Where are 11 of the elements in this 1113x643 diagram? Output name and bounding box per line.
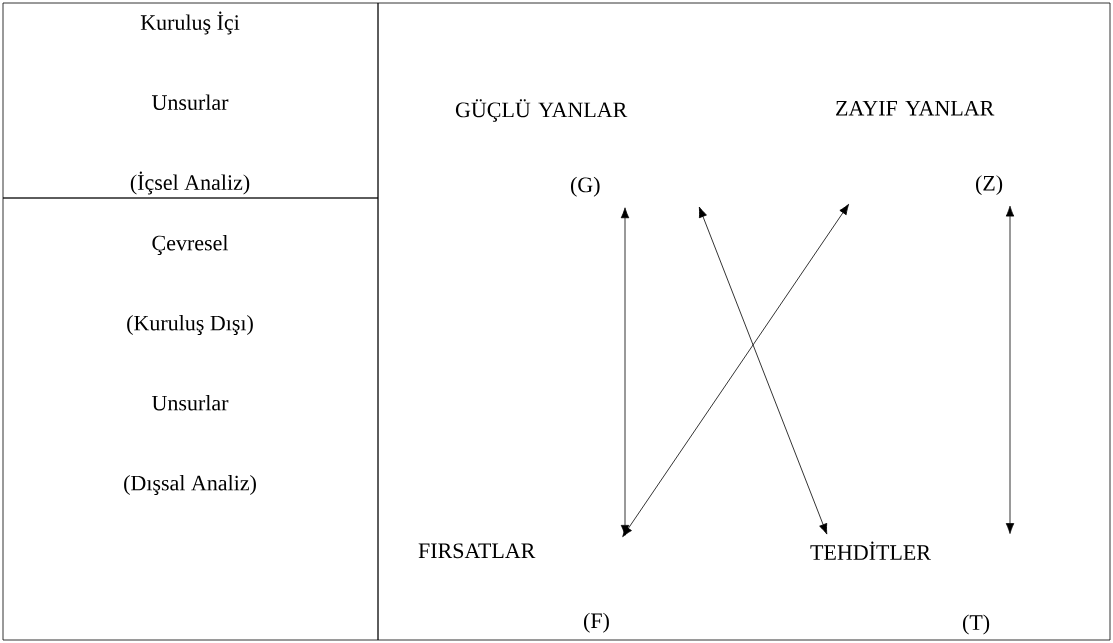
double-arrow (698, 206, 828, 535)
table-cell: Çevresel (Kuruluş Dışı) Unsurlar (Dışsal Analiz) (2, 197, 379, 641)
double-arrow (622, 203, 849, 538)
quadrant-label: GÜÇLÜ YANLAR (G) (455, 99, 628, 197)
double-arrow (620, 207, 630, 536)
table-cell: Kuruluş İçi Unsurlar (İçsel Analiz) (2, 2, 379, 199)
quadrant-label: TEHDİTLER (T) (810, 541, 990, 635)
table-cell (377, 2, 1111, 641)
quadrant-label: FIRSATLAR (F) (418, 543, 609, 633)
double-arrow (1005, 205, 1015, 534)
quadrant-label: ZAYIF YANLAR (Z) (836, 100, 1003, 196)
